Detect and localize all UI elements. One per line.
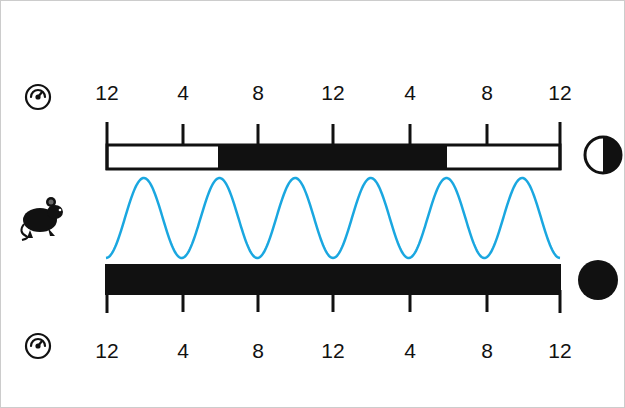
light-dark-icon <box>585 137 621 173</box>
tick-label: 12 <box>321 340 344 361</box>
clock-icon <box>26 334 50 358</box>
clock-icon <box>26 85 50 109</box>
tick-label: 12 <box>548 340 571 361</box>
tick-label: 8 <box>481 340 493 361</box>
tick-label: 12 <box>321 82 344 103</box>
tick-label: 12 <box>548 82 571 103</box>
tick-label: 4 <box>404 340 416 361</box>
light-dark-bar <box>107 122 560 170</box>
constant-dark-bar <box>105 264 561 313</box>
tick-label: 8 <box>252 82 264 103</box>
tick-label: 8 <box>252 340 264 361</box>
mouse-icon <box>21 197 63 240</box>
tick-label: 12 <box>95 82 118 103</box>
tick-label: 12 <box>95 340 118 361</box>
dark-icon <box>578 260 618 300</box>
tick-label: 4 <box>177 340 189 361</box>
tick-label: 8 <box>481 82 493 103</box>
activity-wave <box>106 178 560 258</box>
tick-label: 4 <box>177 82 189 103</box>
tick-label: 4 <box>404 82 416 103</box>
